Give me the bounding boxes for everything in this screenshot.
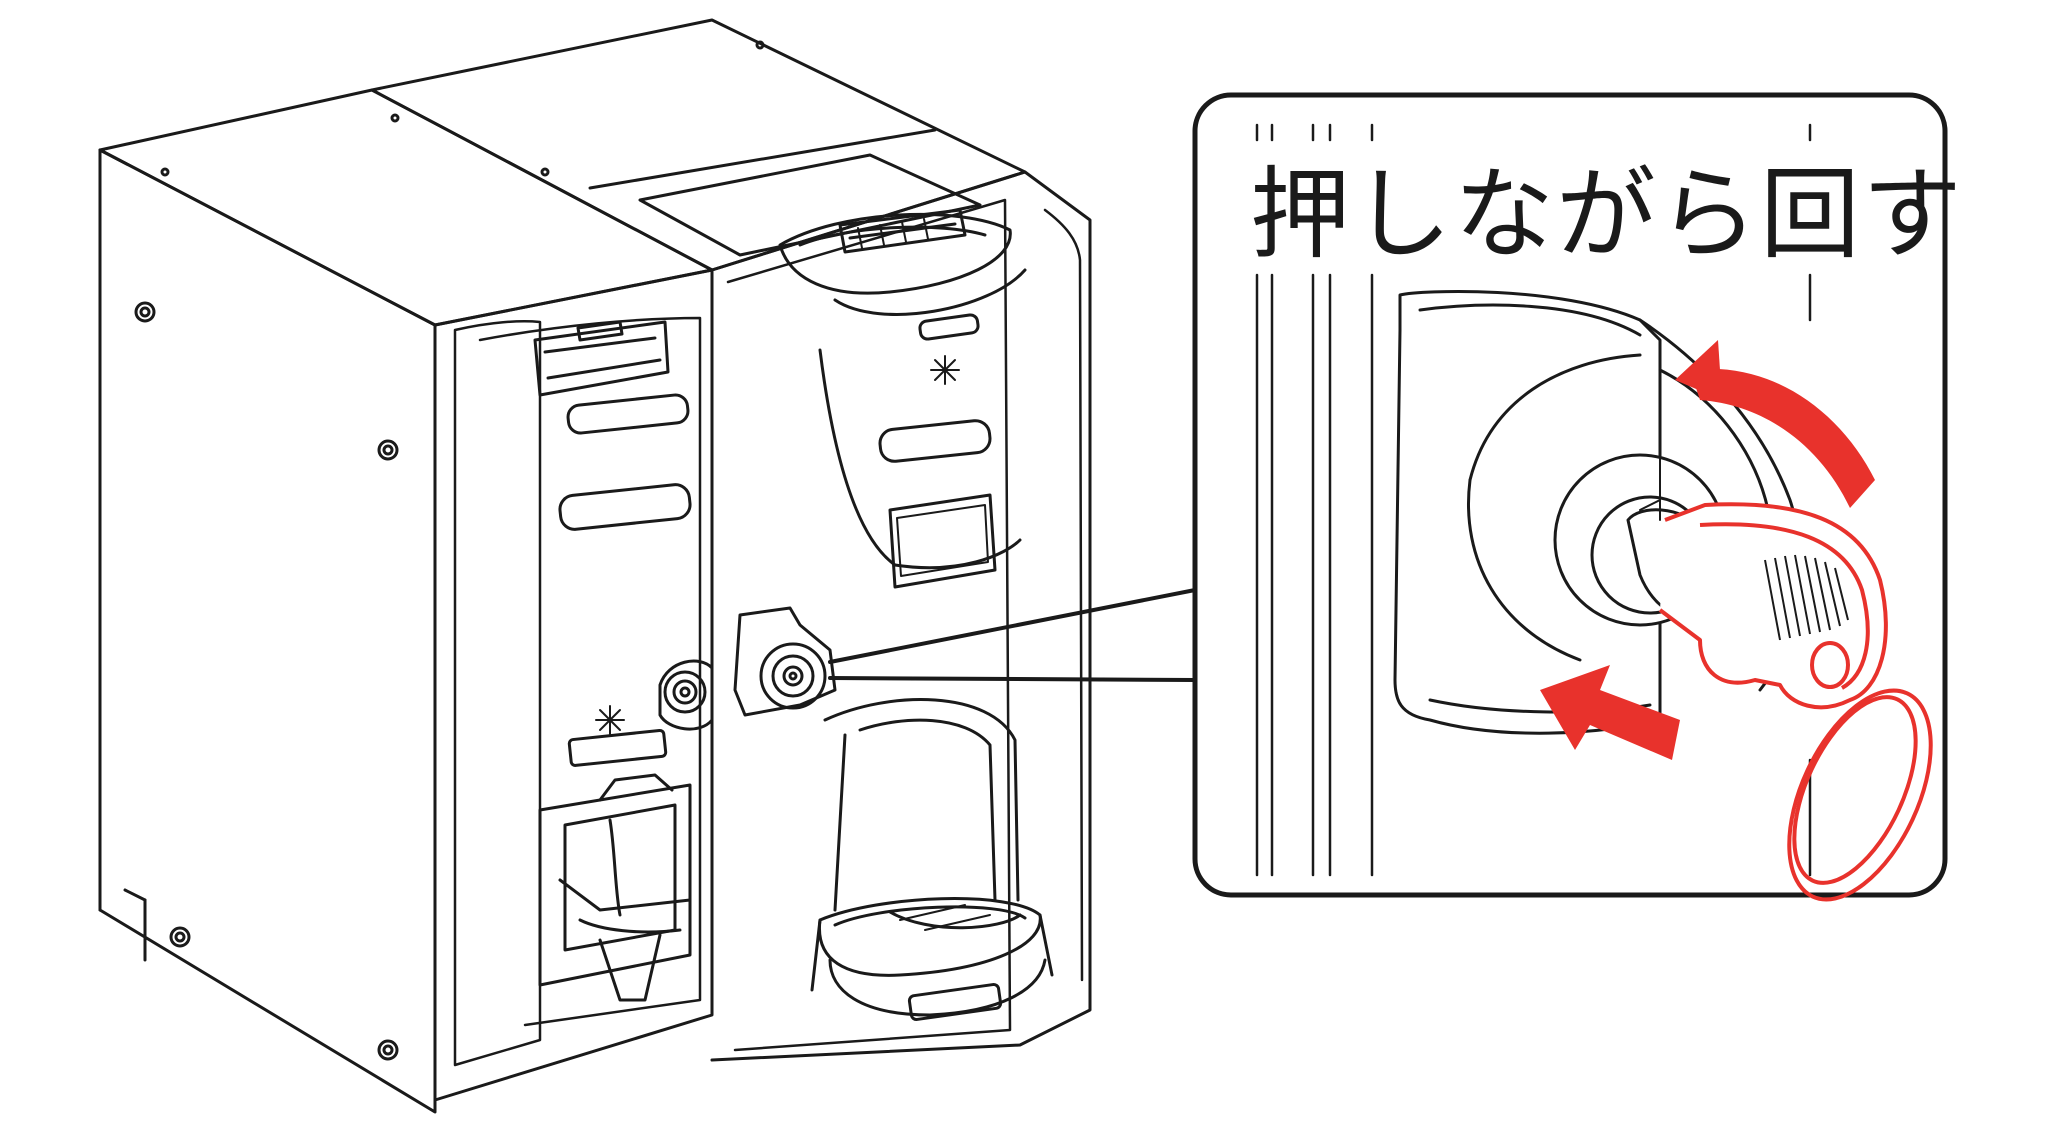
left-snowflake-icon (595, 705, 625, 735)
callout-label: 押しながら回す (1250, 156, 1964, 273)
side-panel-screws (134, 301, 399, 1061)
left-lock-cylinder (658, 659, 714, 731)
arrow-push-icon (1540, 665, 1680, 760)
left-unit-front-panel (433, 268, 714, 1102)
right-unit-front-panel (710, 170, 1092, 1062)
left-cabinet-side-panel (98, 88, 714, 1114)
key-icon (1658, 502, 1933, 902)
right-snowflake-icon (930, 355, 960, 385)
callout-background-lines (1255, 123, 1812, 877)
arrow-rotate-icon (1675, 340, 1875, 508)
callout-leader-lines (828, 588, 1197, 682)
right-lock-cylinder (759, 642, 827, 710)
